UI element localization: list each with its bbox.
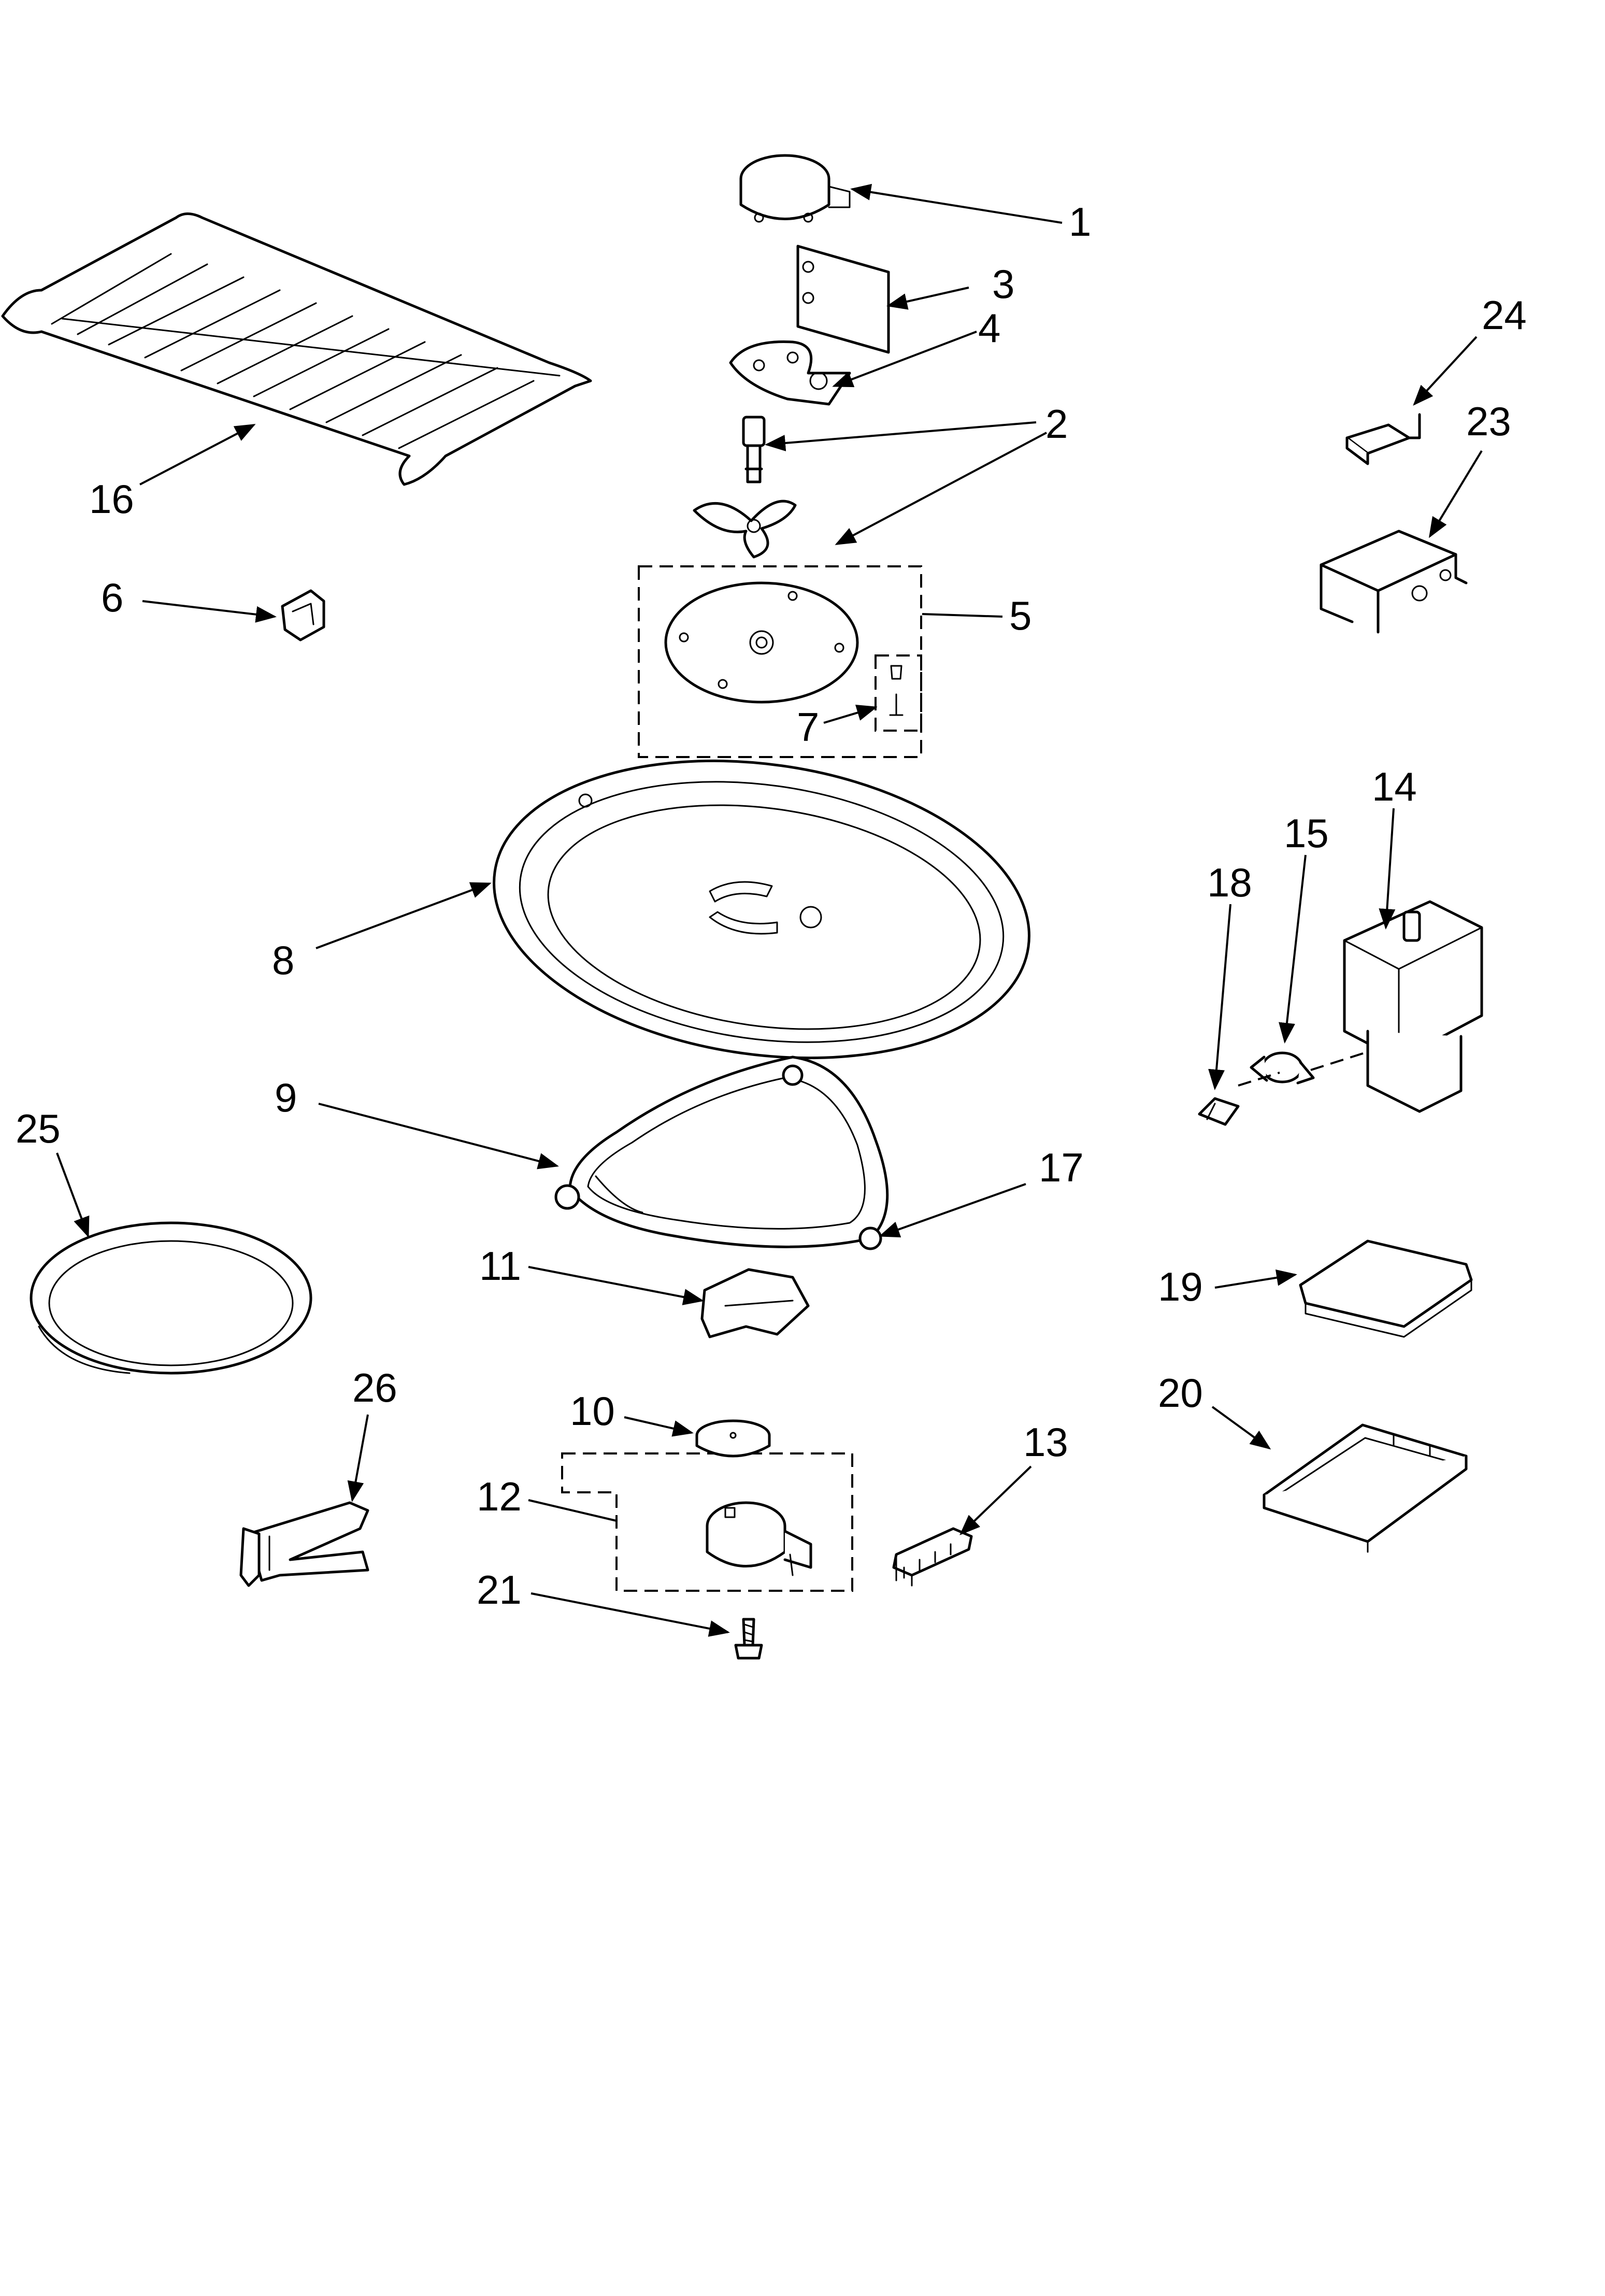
part-2-fan-blade [693,500,797,559]
callout-10: 10 [570,1388,615,1434]
leader-1 [850,183,1063,224]
leader-18 [1208,904,1231,1090]
leader-24 [1413,336,1478,406]
callout-4: 4 [978,305,1000,351]
part-7-screws [889,665,904,716]
callout-3: 3 [992,261,1014,307]
leader-7 [823,705,878,724]
part-10-disc [695,1419,771,1458]
part-15-axis-line [1310,1051,1368,1071]
callout-8: 8 [272,937,294,983]
callout-labels: 1 3 4 2 5 7 16 6 24 23 14 15 18 8 9 17 2… [16,199,1527,1613]
part-20-housing [1263,1423,1468,1553]
leader-5 [922,613,1003,618]
callout-2: 2 [1045,401,1068,447]
callout-21: 21 [477,1567,522,1613]
leader-8 [316,882,492,949]
part-15-thermostat [1250,1051,1315,1085]
leader-23 [1428,450,1483,538]
part-4-bracket [729,340,851,406]
part-9-roller-ring [554,1056,889,1250]
leader-10 [624,1416,694,1437]
part-7-group-box [875,654,922,732]
leader-3 [886,287,969,310]
part-26-clip [239,1501,369,1587]
part-13-switch [892,1527,973,1587]
leader-15 [1279,854,1307,1044]
callout-20: 20 [1158,1370,1203,1416]
part-19-shield [1299,1239,1473,1338]
callout-15: 15 [1284,810,1329,856]
leader-14 [1379,808,1396,930]
leader-12 [528,1499,617,1522]
part-18-screw [1198,1097,1240,1126]
leader-26 [347,1414,369,1502]
part-8-tray [493,759,1030,1060]
part-12-group-box [561,1452,853,1592]
callout-14: 14 [1372,764,1417,809]
part-18-axis-line [1238,1072,1280,1087]
callout-1: 1 [1069,199,1091,245]
callout-12: 12 [477,1474,522,1519]
callout-19: 19 [1158,1264,1203,1309]
callout-13: 13 [1023,1419,1068,1465]
callout-25: 25 [16,1106,61,1151]
part-23-bracket [1320,530,1468,634]
callout-5: 5 [1009,593,1031,638]
part-21-screw [734,1618,763,1660]
leader-4 [832,331,977,388]
callout-16: 16 [89,476,134,522]
leader-20 [1211,1406,1271,1450]
leader-16 [139,424,256,486]
leader-lines [56,183,1483,1637]
part-16-rack [1,212,592,486]
part-1-motor [739,154,851,223]
callout-11: 11 [479,1243,521,1289]
part-12-motor [706,1501,812,1576]
callout-24: 24 [1482,292,1527,338]
part-6-clip [281,589,325,641]
leader-17 [879,1183,1026,1237]
part-2-coupler [742,416,766,483]
part-3-plate [796,245,890,354]
callout-9: 9 [275,1075,297,1120]
leader-19 [1214,1269,1297,1289]
callout-6: 6 [101,575,123,620]
leader-11 [528,1266,704,1305]
leader-2b [835,432,1047,545]
leader-9 [318,1103,559,1170]
leader-21 [531,1592,730,1637]
part-25-pan [30,1221,312,1375]
callout-23: 23 [1466,398,1511,444]
part-24-bracket [1345,413,1421,465]
callout-7: 7 [797,704,819,750]
leader-2a [765,421,1037,451]
callout-18: 18 [1207,860,1252,905]
callout-26: 26 [352,1365,397,1410]
part-5-mount-plate [664,581,859,704]
leader-13 [959,1465,1032,1535]
leader-6 [142,600,277,623]
leader-25 [56,1152,90,1238]
callout-17: 17 [1039,1145,1084,1190]
part-11-coupling [700,1268,810,1338]
part-14-magnetron [1343,900,1483,1113]
